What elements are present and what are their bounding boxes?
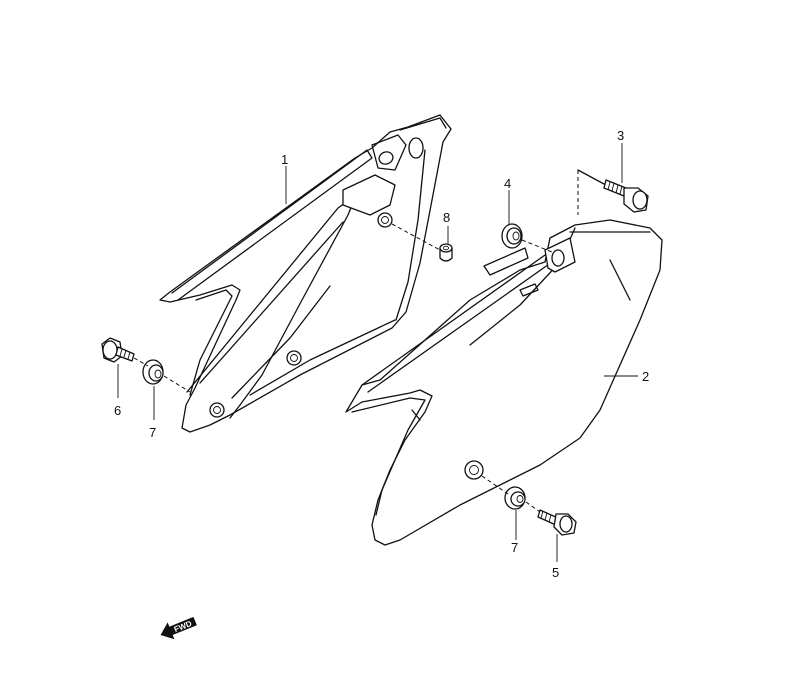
fwd-label: FWD xyxy=(173,619,193,634)
callout-7-right: 7 xyxy=(511,540,518,555)
part-7-grommet-left xyxy=(142,359,164,385)
callout-5: 5 xyxy=(552,565,559,580)
part-6-bolt xyxy=(101,337,135,363)
callout-4: 4 xyxy=(504,176,511,191)
callout-7-left: 7 xyxy=(149,425,156,440)
assembly-lines xyxy=(133,169,605,513)
part-7-grommet-right xyxy=(504,486,526,510)
callout-6: 6 xyxy=(114,403,121,418)
callout-1: 1 xyxy=(281,152,288,167)
part-3-bolt xyxy=(603,179,649,213)
fwd-arrow-icon: FWD xyxy=(160,616,197,640)
callout-2: 2 xyxy=(642,369,649,384)
part-4-grommet xyxy=(501,223,523,249)
part-1-left-frame-cover xyxy=(159,114,452,433)
callout-3: 3 xyxy=(617,128,624,143)
part-5-bolt xyxy=(537,509,577,536)
callout-8: 8 xyxy=(443,210,450,225)
leader-lines xyxy=(117,143,638,562)
part-8-collar xyxy=(439,243,453,262)
part-2-right-side-cover xyxy=(345,219,663,546)
callout-labels: 1 2 3 4 5 6 7 7 8 xyxy=(114,128,649,580)
